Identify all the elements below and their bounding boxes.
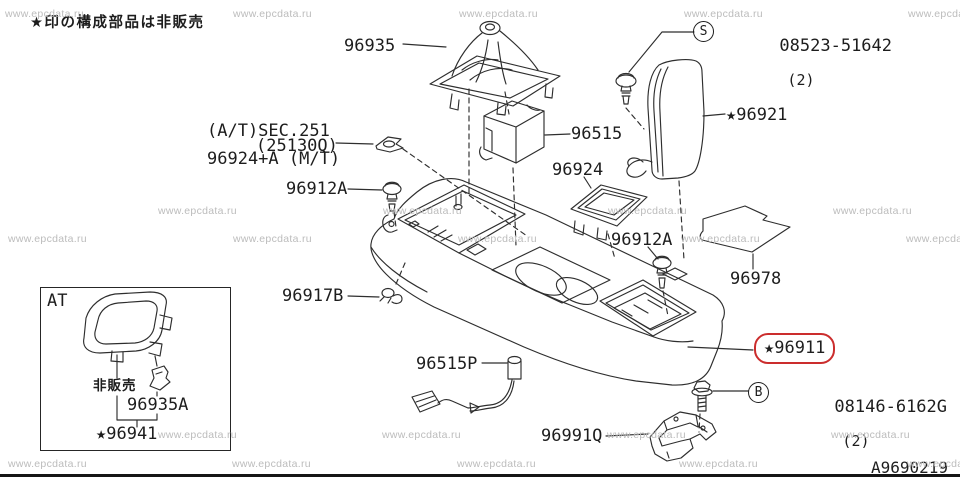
- part-drawing-lid-96921: [626, 59, 705, 180]
- watermark: www.epcdata.ru: [907, 458, 960, 470]
- part-drawing-bracket-96991q: [649, 411, 717, 462]
- assembly-dashed-lines: [393, 88, 701, 433]
- watermark: www.epcdata.ru: [459, 8, 538, 20]
- watermark: www.epcdata.ru: [607, 429, 686, 441]
- watermark: www.epcdata.ru: [5, 8, 84, 20]
- part-drawing-screw-96912a-front: [382, 181, 402, 212]
- part-label-96935a[interactable]: 96935A: [127, 395, 189, 415]
- part-label-96912a-front[interactable]: 96912A: [286, 179, 348, 199]
- watermark: www.epcdata.ru: [681, 233, 760, 245]
- watermark: www.epcdata.ru: [684, 8, 763, 20]
- note-nonsale-parts: ★印の構成部品は非販売: [30, 15, 205, 31]
- part-label-96911-highlighted[interactable]: ★96911: [754, 333, 836, 364]
- watermark: www.epcdata.ru: [383, 205, 462, 217]
- part-label-08146-6162g[interactable]: B 08146-6162G (2): [748, 382, 947, 467]
- part-drawing-screw-08523: [615, 72, 637, 105]
- bolt-b-qty: (2): [842, 432, 870, 450]
- part-drawing-clip-96917b: [379, 287, 403, 304]
- part-label-96921[interactable]: ★96921: [726, 105, 788, 125]
- part-label-96924a-mt[interactable]: 96924+A (M/T): [207, 149, 341, 169]
- part-label-96935[interactable]: 96935: [344, 36, 396, 56]
- at-variant-inset-box: [40, 287, 231, 451]
- part-label-96941[interactable]: ★96941: [96, 424, 158, 444]
- bolt-b-badge: B: [748, 382, 769, 403]
- ref-label-25130q[interactable]: (25130Q): [256, 136, 338, 156]
- inset-label-nonsale: 非販売: [93, 378, 137, 394]
- leader-lines: [335, 31, 754, 437]
- part-label-96917b[interactable]: 96917B: [282, 286, 344, 306]
- watermark: www.epcdata.ru: [908, 8, 960, 20]
- watermark: www.epcdata.ru: [158, 429, 237, 441]
- watermark: www.epcdata.ru: [833, 205, 912, 217]
- part-drawing-screw-96912a-rear: [652, 255, 672, 289]
- inset-drawing-finisher-96941: [83, 291, 173, 428]
- watermark: www.epcdata.ru: [233, 8, 312, 20]
- watermark: www.epcdata.ru: [906, 233, 960, 245]
- part-drawing-grommet-25130q: [375, 136, 404, 153]
- watermark: www.epcdata.ru: [679, 458, 758, 470]
- watermark: www.epcdata.ru: [158, 205, 237, 217]
- watermark: www.epcdata.ru: [608, 205, 687, 217]
- part-drawing-harness-96515p: [411, 355, 522, 414]
- screw-s-badge: S: [693, 21, 714, 42]
- part-label-96912a-rear[interactable]: 96912A: [611, 230, 673, 250]
- part-drawing-mat-96978: [699, 205, 791, 253]
- watermark: www.epcdata.ru: [457, 458, 536, 470]
- watermark: www.epcdata.ru: [8, 233, 87, 245]
- screw-s-number: 08523-51642: [779, 36, 893, 56]
- part-drawing-bolt-08146: [691, 380, 713, 412]
- part-drawing-tray-96924: [570, 184, 648, 241]
- watermark: www.epcdata.ru: [831, 429, 910, 441]
- part-drawing-console-body: [370, 178, 725, 386]
- watermark: www.epcdata.ru: [458, 233, 537, 245]
- inset-title-at: AT: [47, 291, 68, 311]
- part-label-96515[interactable]: 96515: [571, 124, 623, 144]
- watermark: www.epcdata.ru: [382, 429, 461, 441]
- ref-label-at-sec251[interactable]: (A/T)SEC.251: [207, 121, 330, 141]
- watermark: www.epcdata.ru: [8, 458, 87, 470]
- bolt-b-number: 08146-6162G: [834, 397, 948, 417]
- watermark: www.epcdata.ru: [233, 233, 312, 245]
- watermark: www.epcdata.ru: [232, 458, 311, 470]
- part-label-96978[interactable]: 96978: [730, 269, 782, 289]
- part-label-08523-51642[interactable]: S 08523-51642 (2): [693, 21, 892, 106]
- part-drawing-box-96515: [479, 100, 545, 164]
- part-label-96515p[interactable]: 96515P: [416, 354, 478, 374]
- screw-s-qty: (2): [787, 71, 815, 89]
- diagram-code: A9690219: [871, 458, 949, 477]
- part-label-96924[interactable]: 96924: [552, 160, 604, 180]
- bottom-rule: [0, 474, 960, 477]
- part-label-96991q[interactable]: 96991Q: [541, 426, 603, 446]
- part-drawing-shift-boot-96935: [429, 20, 561, 116]
